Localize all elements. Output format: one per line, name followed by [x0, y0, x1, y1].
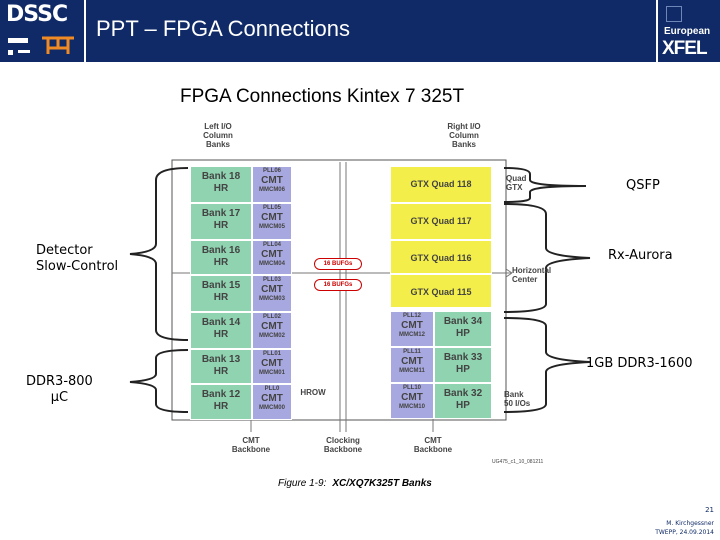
footer-event: TWEPP, 24.09.2014 [655, 529, 714, 536]
page-title: PPT – FPGA Connections [96, 16, 350, 41]
label-qsfp: QSFP [626, 178, 660, 193]
left-cmt-mmcm: MMCM04 [258, 261, 285, 267]
label-detector: Detector Slow-Control [36, 243, 119, 274]
bufg-top: 16 BUFGs [314, 258, 362, 270]
logo-bar [8, 38, 28, 43]
header-bar: DSSC PPT – FPGA Connections European XFE… [0, 0, 720, 62]
page-number: 21 [705, 506, 714, 514]
right-column-header: Right I/O Column Banks [447, 122, 481, 149]
left-bank-5: Bank 13 HR [190, 349, 252, 384]
quad-gtx-label: Quad GTX [506, 174, 527, 192]
left-cmt-mmcm: MMCM06 [258, 187, 285, 193]
xfel-logo-square [666, 6, 682, 22]
left-cmt-cmt: CMT [261, 321, 283, 332]
footer-author: M. Kirchgessner [666, 520, 714, 527]
figure-title: XC/XQ7K325T Banks [332, 478, 432, 489]
left-cmt-pll: PLL06 [262, 168, 281, 174]
left-bank-0: Bank 18 HR [190, 166, 252, 203]
right-cmt-mmcm: MMCM12 [398, 332, 425, 338]
gtx-quad-118: GTX Quad 118 [390, 166, 492, 203]
left-cmt-mmcm: MMCM00 [258, 405, 285, 411]
xfel-logo-line1: European [664, 26, 711, 37]
left-cmt-pll: PLL01 [262, 351, 281, 357]
slide-subtitle: FPGA Connections Kintex 7 325T [180, 86, 465, 107]
horizontal-center-label: Horizontal Center [512, 266, 552, 284]
right-cmt-mmcm: MMCM11 [399, 368, 425, 374]
right-bank-1: Bank 33 HP [434, 347, 492, 383]
logo-orange-mark [42, 36, 74, 54]
gtx-quad-117: GTX Quad 117 [390, 203, 492, 240]
left-cmt-mmcm: MMCM05 [258, 224, 285, 230]
right-cmt-pll: PLL10 [402, 385, 421, 391]
right-cmt-pll: PLL12 [402, 313, 421, 319]
bufg-bottom: 16 BUFGs [314, 279, 362, 291]
left-cmt-cmt: CMT [261, 212, 283, 223]
right-cmt-cmt: CMT [401, 356, 423, 367]
left-cmt-pll: PLL03 [262, 277, 281, 283]
left-cmt-pll: PLL04 [262, 242, 281, 248]
left-cmt-mmcm: MMCM03 [258, 296, 285, 302]
ug-code: UG475_c1_10_081211 [492, 459, 544, 465]
right-bank-2: Bank 32 HP [434, 383, 492, 419]
left-column-header: Left I/O Column Banks [203, 122, 233, 149]
left-bank-2: Bank 16 HR [190, 240, 252, 275]
right-bank-0: Bank 34 HP [434, 311, 492, 347]
left-cmt-cmt: CMT [261, 358, 283, 369]
right-cmt-pll: PLL11 [403, 349, 421, 355]
left-cmt-mmcm: MMCM02 [258, 333, 285, 339]
left-bank-4: Bank 14 HR [190, 312, 252, 349]
logo-dot [8, 50, 13, 55]
left-bank-3: Bank 15 HR [190, 275, 252, 312]
label-rx-aurora: Rx-Aurora [608, 248, 673, 263]
gtx-quad-115: GTX Quad 115 [390, 274, 492, 308]
xfel-logo: European XFEL [656, 0, 720, 62]
clocking-backbone: Clocking Backbone [323, 436, 363, 454]
dssc-logo: DSSC [0, 0, 86, 62]
right-cmt-cmt: CMT [401, 320, 423, 331]
label-ddr-right: 1GB DDR3-1600 [586, 356, 693, 371]
left-bank-6: Bank 12 HR [190, 384, 252, 420]
figure-label: Figure 1-9: [278, 478, 327, 489]
right-cmt-cmt: CMT [401, 392, 423, 403]
cmt-backbone-right: CMT Backbone [413, 436, 453, 454]
figure-caption: Figure 1-9: XC/XQ7K325T Banks [278, 478, 432, 489]
hrow-label: HROW [300, 388, 326, 397]
left-cmt-cmt: CMT [261, 393, 283, 404]
left-cmt-pll: PLL02 [262, 314, 281, 320]
left-bank-1: Bank 17 HR [190, 203, 252, 240]
logo-bar2 [18, 50, 30, 53]
left-cmt-pll: PLL0 [264, 386, 280, 392]
cmt-backbone-left: CMT Backbone [231, 436, 271, 454]
left-cmt-cmt: CMT [261, 175, 283, 186]
right-cmt-mmcm: MMCM10 [398, 404, 425, 410]
left-cmt-cmt: CMT [261, 284, 283, 295]
left-cmt-mmcm: MMCM01 [258, 370, 285, 376]
left-cmt-cmt: CMT [261, 249, 283, 260]
dssc-logo-text: DSSC [6, 2, 68, 27]
xfel-logo-line2: XFEL [662, 38, 708, 59]
bank-50-label: Bank 50 I/Os [504, 390, 531, 408]
label-ddr-left: DDR3-800 µC [26, 374, 93, 405]
left-cmt-pll: PLL05 [262, 205, 281, 211]
gtx-quad-116: GTX Quad 116 [390, 240, 492, 274]
